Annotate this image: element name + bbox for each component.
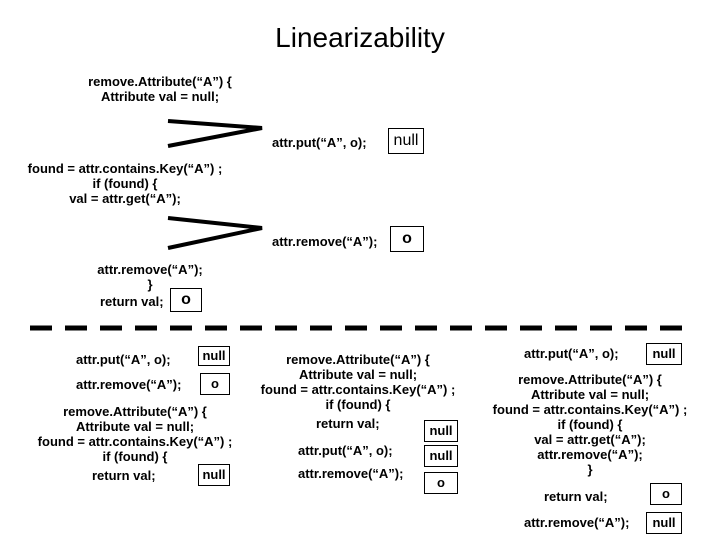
left-put-call: attr.put(“A”, o); (76, 352, 171, 367)
code-line: if (found) { (92, 176, 158, 191)
code-line: Attribute val = null; (298, 367, 418, 382)
code-line: attr.remove(“A”); (537, 447, 643, 462)
code-line: } (147, 277, 153, 292)
code-line: remove.Attribute(“A”) { (63, 404, 207, 419)
middle-put-result-box: null (424, 445, 458, 467)
right-block: remove.Attribute(“A”) { Attribute val = … (470, 372, 710, 477)
left-remove-call: attr.remove(“A”); (76, 377, 182, 392)
page-title: Linearizability (275, 22, 445, 53)
right-put-result-box: null (646, 343, 682, 365)
code-line: found = attr.contains.Key(“A”) ; (27, 161, 223, 176)
code-line: val = attr.get(“A”); (534, 432, 646, 447)
right-return-call: return val; (544, 489, 608, 504)
right-put-call: attr.put(“A”, o); (524, 346, 619, 361)
right-remove-call: attr.remove(“A”); (524, 515, 630, 530)
code-line: found = attr.contains.Key(“A”) ; (492, 402, 688, 417)
code-line: remove.Attribute(“A”) { (518, 372, 662, 387)
top-block-3: attr.remove(“A”); } (70, 262, 230, 292)
code-line: val = attr.get(“A”); (69, 191, 181, 206)
middle-remove-result-box: o (424, 472, 458, 494)
right-remove-result-box: null (646, 512, 682, 534)
top-put-result-box: null (388, 128, 424, 154)
middle-return-call: return val; (316, 416, 380, 431)
code-line: Attribute val = null; (75, 419, 195, 434)
code-line: Attribute val = null; (100, 89, 220, 104)
code-line: remove.Attribute(“A”) { (88, 74, 232, 89)
middle-put-call: attr.put(“A”, o); (298, 443, 393, 458)
top-block-1: remove.Attribute(“A”) { Attribute val = … (40, 74, 280, 104)
top-return-result-box: o (170, 288, 202, 312)
left-remove-result-box: o (200, 373, 230, 395)
middle-block: remove.Attribute(“A”) { Attribute val = … (238, 352, 478, 412)
top-return-call: return val; (100, 294, 164, 309)
top-put-call: attr.put(“A”, o); (272, 135, 367, 150)
code-line: if (found) { (557, 417, 623, 432)
code-line: found = attr.contains.Key(“A”) ; (37, 434, 233, 449)
top-remove-result-box: o (390, 226, 424, 252)
code-line: remove.Attribute(“A”) { (286, 352, 430, 367)
left-return-call: return val; (92, 468, 156, 483)
code-line: if (found) { (102, 449, 168, 464)
middle-remove-call: attr.remove(“A”); (298, 466, 404, 481)
code-line: if (found) { (325, 397, 391, 412)
code-line: attr.remove(“A”); (97, 262, 203, 277)
top-block-2: found = attr.contains.Key(“A”) ; if (fou… (10, 161, 240, 206)
code-line: found = attr.contains.Key(“A”) ; (260, 382, 456, 397)
code-line: } (587, 462, 593, 477)
interleave-arrow-1 (167, 119, 263, 148)
middle-return-result-box: null (424, 420, 458, 442)
top-remove-call: attr.remove(“A”); (272, 234, 378, 249)
left-put-result-box: null (198, 346, 230, 366)
left-return-result-box: null (198, 464, 230, 486)
right-return-result-box: o (650, 483, 682, 505)
code-line: Attribute val = null; (530, 387, 650, 402)
interleave-arrow-2 (167, 216, 263, 250)
left-block: remove.Attribute(“A”) { Attribute val = … (10, 404, 260, 464)
